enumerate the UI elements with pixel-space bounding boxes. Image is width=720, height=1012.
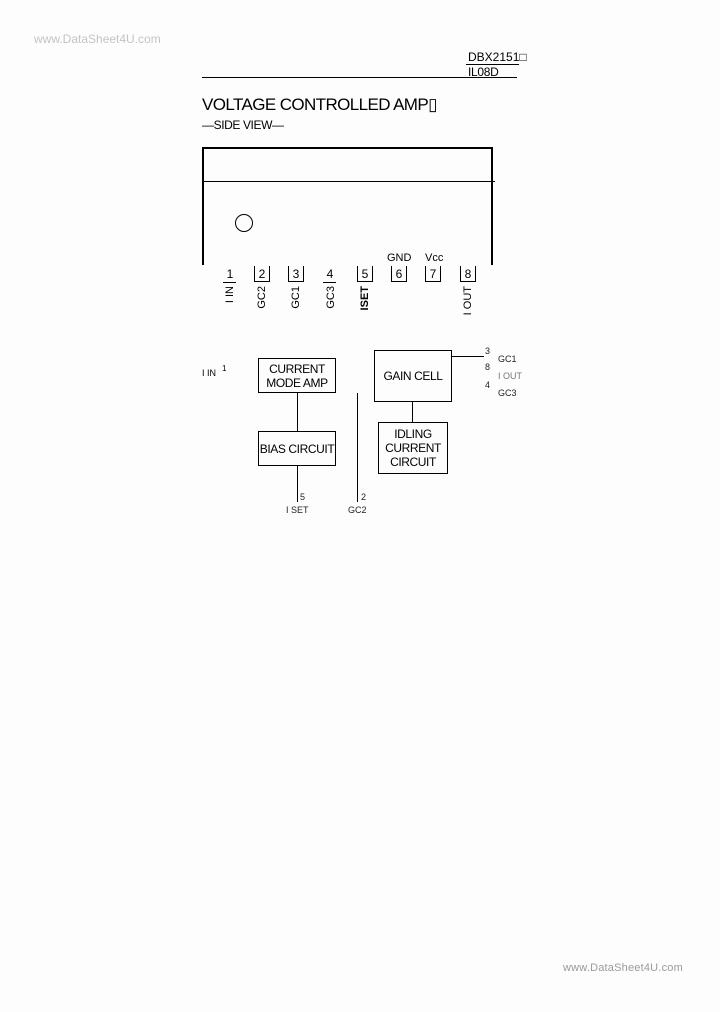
bias-circuit-label: BIAS CIRCUIT <box>259 441 335 456</box>
pin-3: 3 <box>288 266 304 282</box>
iset-label: I SET <box>286 505 309 515</box>
pin-1-underline <box>223 282 236 283</box>
pin-1: 1 <box>226 267 234 281</box>
vcc-label: Vcc <box>425 252 444 264</box>
gc2-wire <box>357 393 358 502</box>
pin-4: 4 <box>326 267 334 281</box>
pin-2-name: GC2 <box>256 286 268 309</box>
header-divider <box>466 64 519 65</box>
pin-8: 8 <box>460 266 476 282</box>
pin-5-name: ISET <box>359 286 371 311</box>
gain-to-idling-wire <box>412 402 413 422</box>
watermark-top: www.DataSheet4U.com <box>34 32 161 46</box>
page-title: VOLTAGE CONTROLLED AMP▯ <box>202 95 437 114</box>
idling-current-block: IDLING CURRENT CIRCUIT <box>378 422 448 474</box>
pin1-marker-icon <box>235 214 253 232</box>
gain-cell-label: GAIN CELL <box>383 369 443 383</box>
pin-3-name: GC1 <box>290 286 302 309</box>
gc3-pin-number: 4 <box>485 380 491 390</box>
iset-pin-number: 5 <box>300 492 306 502</box>
part-number: DBX2151□ <box>468 50 527 64</box>
gc1-wire <box>452 356 484 357</box>
pin-4-underline <box>323 282 336 283</box>
current-mode-amp-block: CURRENT MODE AMP <box>258 358 336 393</box>
gc1-label: GC1 <box>498 354 517 364</box>
amp-to-bias-wire <box>297 393 298 431</box>
gain-cell-block: GAIN CELL <box>374 350 452 402</box>
gc3-label: GC3 <box>498 388 517 398</box>
package-outline <box>202 147 493 265</box>
pin-8-name: I OUT <box>462 286 474 316</box>
idling-current-label: IDLING CURRENT CIRCUIT <box>385 427 441 469</box>
pin-5: 5 <box>357 266 373 282</box>
pin-6: 6 <box>391 266 407 282</box>
pin-2: 2 <box>254 266 270 282</box>
side-view-label: —SIDE VIEW— <box>202 118 284 132</box>
input-label: I IN <box>202 368 217 378</box>
gc2-pin-number: 2 <box>361 492 367 502</box>
pin-1-name: I IN <box>224 286 236 304</box>
iout-label: I OUT <box>498 371 522 381</box>
pin-4-name: GC3 <box>325 286 337 309</box>
gc1-pin-number: 3 <box>485 346 491 356</box>
input-pin-number: 1 <box>222 364 227 373</box>
iout-pin-number: 8 <box>485 362 491 372</box>
header-rule <box>202 77 517 78</box>
current-mode-amp-label: CURRENT MODE AMP <box>266 361 328 390</box>
gc2-label: GC2 <box>348 505 367 515</box>
package-divider <box>202 181 495 182</box>
pin-7: 7 <box>425 266 441 282</box>
package-code: IL08D <box>468 65 499 79</box>
bias-to-iset-wire <box>297 466 298 502</box>
watermark-bottom: www.DataSheet4U.com <box>563 962 683 974</box>
bias-circuit-block: BIAS CIRCUIT <box>258 431 336 466</box>
gnd-label: GND <box>387 252 412 264</box>
